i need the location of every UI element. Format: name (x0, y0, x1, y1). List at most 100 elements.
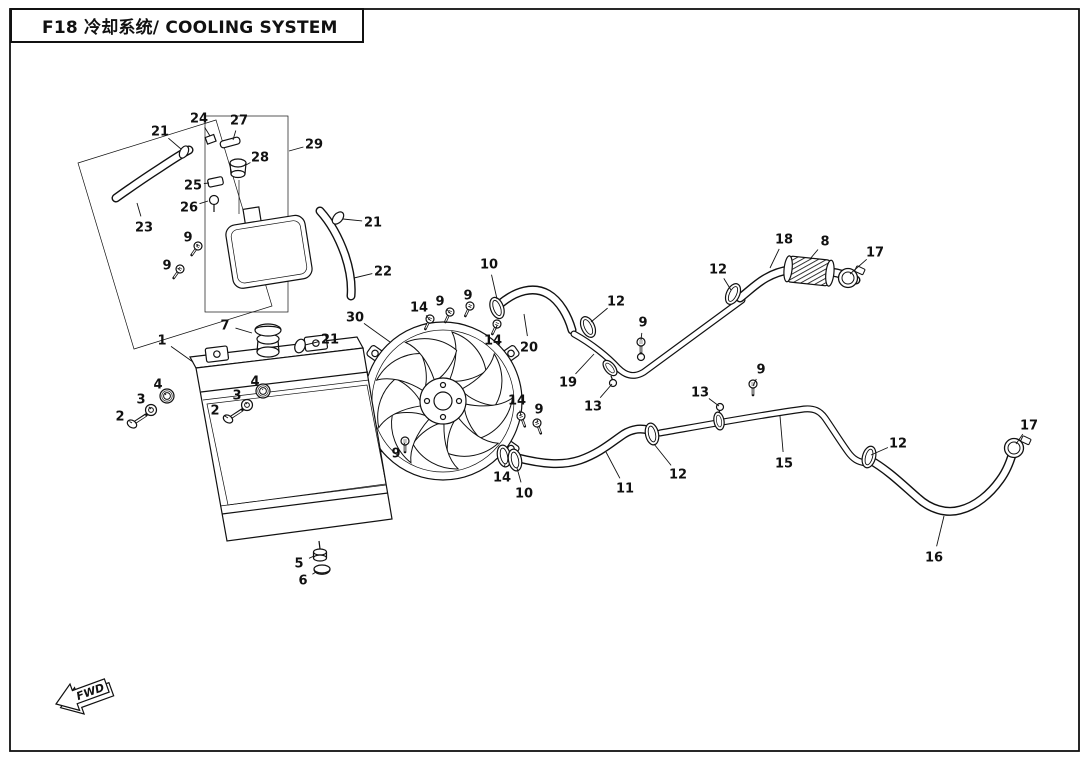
callout-17: 17 (1020, 419, 1038, 434)
screw-9 (169, 262, 187, 282)
filler-neck-and-cap-7 (254, 323, 282, 358)
bolt-9-bracket (635, 336, 647, 362)
callout-4: 4 (250, 375, 259, 390)
callout-6: 6 (298, 574, 307, 589)
callout-26: 26 (180, 201, 198, 216)
leader-line (136, 202, 142, 217)
callout-14: 14 (508, 394, 526, 409)
fwd-arrow: FWD (55, 678, 115, 715)
leader-line (425, 315, 431, 321)
leader-line (708, 398, 720, 407)
title-box: F18 冷却系统/ COOLING SYSTEM (10, 8, 364, 43)
leader-line (575, 353, 595, 375)
callout-21: 21 (321, 333, 339, 348)
leader-line (203, 182, 210, 185)
leader-line (363, 323, 391, 343)
leader-line (590, 307, 608, 323)
washer-3 (144, 403, 158, 417)
corrugated-hose-8 (783, 255, 835, 287)
leader-line (491, 274, 498, 300)
callout-9: 9 (391, 447, 400, 462)
callout-17: 17 (866, 246, 884, 261)
upper-hose-assembly (486, 255, 866, 388)
callout-20: 20 (520, 341, 538, 356)
callout-30: 30 (346, 311, 364, 326)
cap-part-28 (229, 158, 247, 179)
leader-line (232, 130, 237, 141)
expansion-tank-assembly (111, 133, 356, 301)
callout-9: 9 (756, 363, 765, 378)
clamp-21-b (331, 211, 345, 225)
callout-14: 14 (484, 334, 502, 349)
callout-18: 18 (775, 233, 793, 248)
leader-line (1015, 433, 1024, 445)
leader-line (148, 406, 152, 410)
leader-line (235, 327, 253, 334)
screw-26 (208, 194, 220, 212)
callout-23: 23 (135, 221, 153, 236)
screw-9 (530, 416, 546, 437)
callout-21: 21 (151, 125, 169, 140)
leader-line (605, 451, 621, 479)
callout-16: 16 (925, 551, 943, 566)
callout-12: 12 (607, 295, 625, 310)
clamp-17 (837, 265, 866, 289)
clamp-17 (1003, 435, 1032, 459)
callout-19: 19 (559, 376, 577, 391)
callout-12: 12 (889, 437, 907, 452)
callout-14: 14 (410, 301, 428, 316)
callout-1: 1 (157, 334, 166, 349)
callout-4: 4 (153, 378, 162, 393)
leader-line (403, 442, 406, 446)
reference-boxes (77, 115, 289, 350)
callout-12: 12 (669, 468, 687, 483)
callout-28: 28 (251, 151, 269, 166)
callout-9: 9 (463, 289, 472, 304)
callout-9: 9 (435, 295, 444, 310)
leader-line (224, 415, 229, 419)
callout-2: 2 (210, 404, 219, 419)
leader-line (199, 200, 209, 205)
clamp-21-c (294, 338, 306, 354)
bracket-13 (713, 402, 725, 431)
leader-line (164, 392, 167, 396)
leader-line (519, 410, 522, 417)
callout-14: 14 (493, 471, 511, 486)
callout-9: 9 (534, 403, 543, 418)
leader-line (516, 467, 522, 483)
bracket-13 (602, 359, 618, 388)
leader-line (653, 443, 672, 466)
callout-13: 13 (584, 400, 602, 415)
leader-line (308, 555, 315, 559)
washer-3 (240, 398, 254, 412)
drain-5-6 (312, 540, 331, 575)
cap-part-27 (219, 136, 241, 149)
callout-3: 3 (232, 389, 241, 404)
callout-2: 2 (115, 410, 124, 425)
callout-15: 15 (775, 457, 793, 472)
leader-line (204, 127, 211, 137)
callout-22: 22 (374, 265, 392, 280)
leader-line (304, 341, 320, 346)
callout-25: 25 (184, 179, 202, 194)
leader-line (504, 463, 506, 467)
radiator (189, 323, 393, 575)
callout-11: 11 (616, 482, 634, 497)
leader-line (245, 162, 251, 166)
callout-10: 10 (480, 258, 498, 273)
leader-line (446, 309, 451, 314)
page-frame (9, 8, 1080, 752)
callout-9: 9 (183, 231, 192, 246)
leader-line (353, 273, 373, 279)
leader-line (170, 346, 194, 363)
leader-line (342, 218, 363, 222)
bolt-9 (747, 378, 759, 397)
callout-9: 9 (638, 316, 647, 331)
page-title: F18 冷却系统/ COOLING SYSTEM (42, 18, 338, 38)
leader-line (129, 421, 133, 424)
callout-7: 7 (220, 319, 229, 334)
cap-part-24 (204, 133, 217, 145)
leader-line (779, 415, 784, 453)
